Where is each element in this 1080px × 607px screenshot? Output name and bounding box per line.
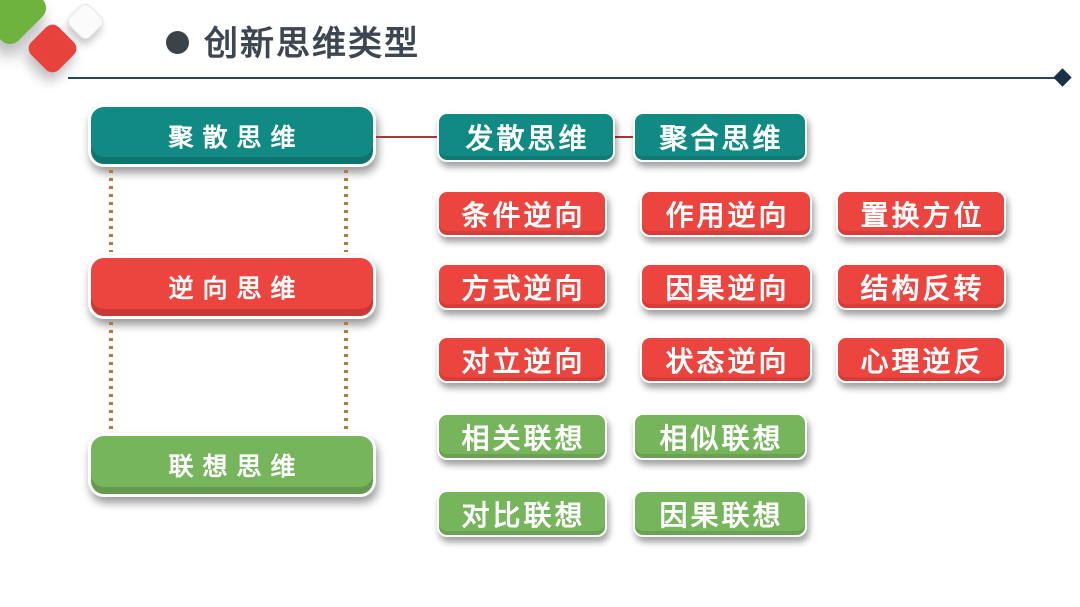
title-underline: [68, 77, 1060, 79]
dotted-connector: [344, 170, 348, 252]
branch-connector-line: [376, 136, 437, 138]
dotted-connector: [109, 170, 113, 252]
leaf-node: 方式逆向: [437, 263, 607, 310]
leaf-node: 相似联想: [633, 413, 807, 460]
leaf-node: 状态逆向: [640, 336, 812, 383]
title-underline-end-diamond-icon: [1053, 68, 1072, 87]
leaf-node: 条件逆向: [437, 190, 607, 237]
dotted-connector: [109, 322, 113, 430]
leaf-node: 发散思维: [437, 112, 615, 162]
leaf-node: 因果逆向: [640, 263, 812, 310]
leaf-node: 对比联想: [437, 490, 607, 537]
leaf-node: 因果联想: [633, 490, 807, 537]
leaf-node: 对立逆向: [437, 336, 607, 383]
title-bullet-icon: [166, 31, 189, 54]
leaf-node: 心理逆反: [836, 336, 1006, 383]
trunk-node-reverse-thinking: 逆向思维: [88, 255, 376, 319]
leaf-node: 相关联想: [437, 413, 607, 460]
page-title: 创新思维类型: [204, 25, 420, 63]
leaf-node: 置换方位: [836, 190, 1006, 237]
leaf-node: 聚合思维: [633, 112, 807, 162]
trunk-node-convergent-divergent: 聚散思维: [88, 104, 376, 167]
leaf-node: 作用逆向: [640, 190, 812, 237]
trunk-node-associative-thinking: 联想思维: [88, 433, 376, 497]
decor-white-diamond-icon: [64, 0, 107, 43]
dotted-connector: [344, 322, 348, 430]
leaf-node: 结构反转: [836, 263, 1006, 310]
branch-connector-line: [615, 136, 633, 138]
